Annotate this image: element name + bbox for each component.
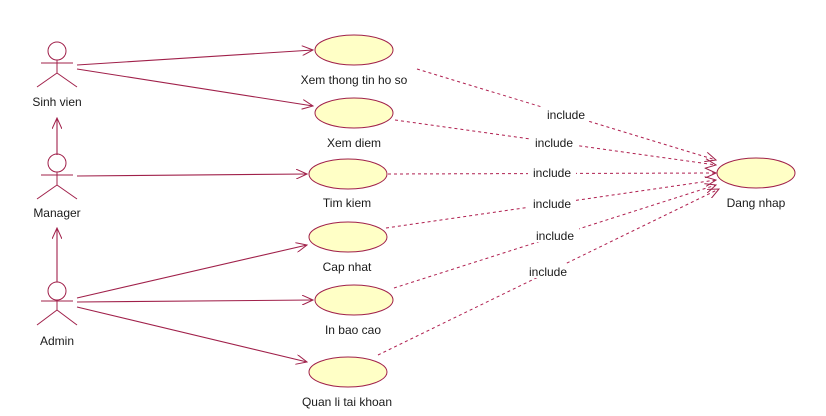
actor-admin[interactable] — [36, 281, 78, 326]
association-admin-quanli — [76, 306, 307, 362]
use-case-dang-nhap[interactable] — [716, 157, 796, 189]
association-admin-inbaocao — [76, 300, 313, 302]
include-label: include — [533, 166, 571, 180]
include-label: include — [536, 229, 574, 243]
actor-label: Sinh vien — [32, 95, 81, 109]
use-case-quan-li-tai-khoan[interactable] — [308, 356, 388, 388]
include-label: include — [547, 108, 585, 122]
actor-label: Admin — [40, 334, 74, 348]
include-label: include — [535, 136, 573, 150]
use-case-label: Dang nhap — [727, 196, 786, 210]
use-case-label: In bao cao — [325, 323, 381, 337]
association-manager-timkiem — [76, 174, 307, 176]
use-case-xem-diem[interactable] — [314, 97, 394, 129]
use-case-xem-thong-tin-ho-so[interactable] — [314, 34, 394, 66]
use-case-tim-kiem[interactable] — [308, 158, 388, 190]
actor-label: Manager — [33, 206, 80, 220]
use-case-label: Xem thong tin ho so — [301, 73, 408, 87]
include-label: include — [529, 265, 567, 279]
use-case-label: Tim kiem — [323, 196, 371, 210]
association-sinhvien-xemthongtin — [76, 50, 313, 66]
actor-manager[interactable] — [36, 153, 78, 200]
association-admin-capnhat — [76, 245, 307, 299]
include-label: include — [533, 197, 571, 211]
include-capnhat-dangnhap — [385, 180, 716, 229]
actor-sinh-vien[interactable] — [36, 41, 78, 88]
use-case-cap-nhat[interactable] — [308, 221, 388, 253]
use-case-label: Cap nhat — [323, 260, 372, 274]
use-case-label: Quan li tai khoan — [302, 395, 392, 409]
association-sinhvien-xemdiem — [76, 68, 313, 106]
use-case-in-bao-cao[interactable] — [314, 284, 394, 316]
use-case-label: Xem diem — [327, 136, 381, 150]
